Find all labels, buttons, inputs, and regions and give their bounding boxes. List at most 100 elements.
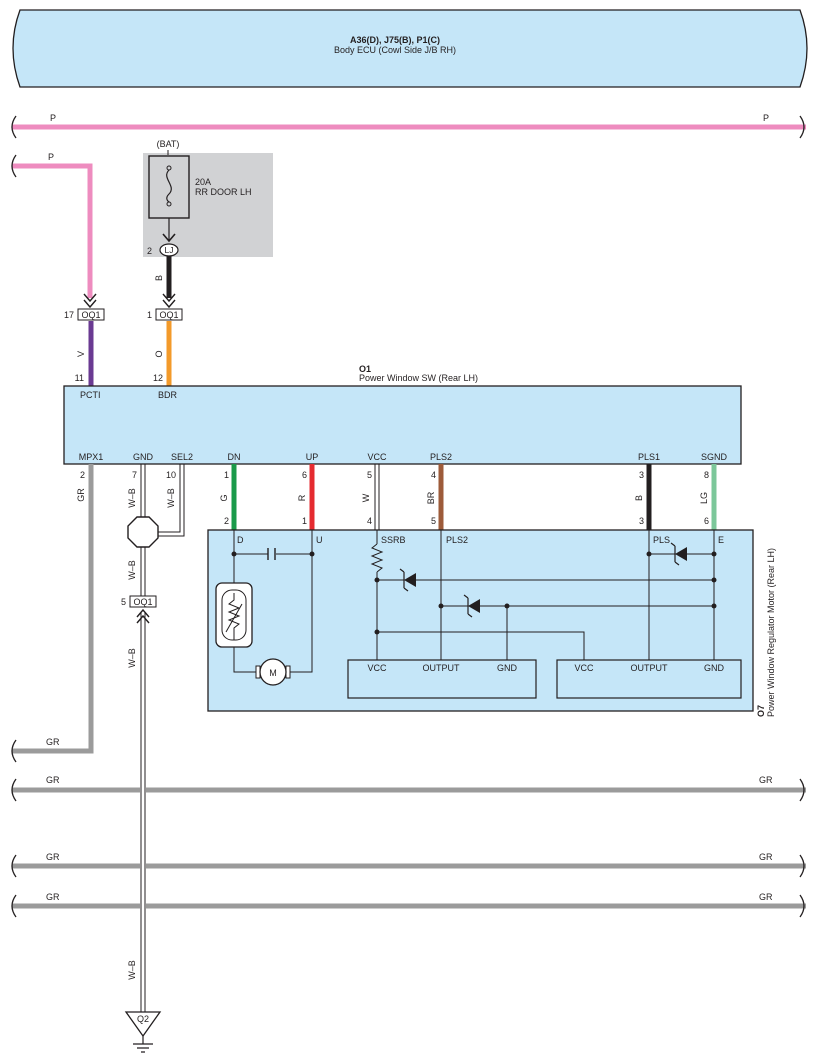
ground-q2 — [124, 1011, 162, 1038]
svg-text:W–B: W–B — [127, 648, 137, 668]
svg-text:3: 3 — [639, 516, 644, 526]
svg-text:D: D — [237, 535, 244, 545]
svg-text:O: O — [154, 350, 164, 357]
svg-text:GND: GND — [497, 663, 518, 673]
wire-gr-rows — [12, 787, 806, 909]
motor-name: Power Window Regulator Motor (Rear LH) — [766, 548, 776, 717]
svg-text:BDR: BDR — [158, 390, 178, 400]
svg-text:GND: GND — [133, 452, 154, 462]
svg-text:SSRB: SSRB — [381, 535, 406, 545]
svg-text:M: M — [269, 668, 277, 678]
power-window-switch — [63, 385, 742, 465]
fuse-source: (BAT) — [157, 139, 180, 149]
svg-text:G: G — [219, 494, 229, 501]
svg-text:LG: LG — [699, 492, 709, 504]
oq1-connector — [77, 308, 105, 321]
svg-text:4: 4 — [431, 470, 436, 480]
svg-text:U: U — [316, 535, 323, 545]
break-right — [799, 115, 805, 139]
fuse-box — [143, 153, 273, 257]
motor-icon: M — [255, 658, 291, 686]
svg-text:PCTI: PCTI — [80, 390, 101, 400]
svg-text:GR: GR — [46, 892, 60, 902]
svg-text:GR: GR — [46, 775, 60, 785]
svg-text:R: R — [297, 494, 307, 501]
switch-name: Power Window SW (Rear LH) — [359, 373, 478, 383]
wire-wb-sel2 — [156, 464, 185, 537]
oq1-connector — [155, 308, 183, 321]
svg-text:GR: GR — [759, 892, 773, 902]
svg-text:1: 1 — [224, 470, 229, 480]
svg-text:10: 10 — [166, 470, 176, 480]
svg-text:2: 2 — [224, 516, 229, 526]
splice-point — [127, 516, 159, 548]
svg-text:DN: DN — [228, 452, 241, 462]
junction-dots — [231, 551, 717, 635]
ptc-thermistor-icon — [215, 582, 253, 648]
svg-text:OQ1: OQ1 — [133, 597, 152, 607]
chevron-down-icon — [162, 233, 176, 243]
break-left — [11, 115, 17, 139]
hall-sensor-block — [347, 659, 537, 699]
wire-wb-gnd — [140, 464, 146, 520]
svg-text:GR: GR — [76, 488, 86, 502]
fuse-pin: 2 — [147, 246, 152, 256]
svg-text:W–B: W–B — [127, 488, 137, 508]
svg-text:OUTPUT: OUTPUT — [631, 663, 669, 673]
svg-text:5: 5 — [121, 597, 126, 607]
fuse-connector: LJ — [165, 245, 174, 255]
hall-sensor-block — [556, 659, 742, 699]
chevron-up-icon — [136, 608, 150, 624]
wire-color-b: B — [154, 275, 164, 281]
svg-text:PLS1: PLS1 — [638, 452, 660, 462]
break-left — [11, 154, 17, 178]
svg-text:VCC: VCC — [367, 663, 387, 673]
wire-label-p: P — [763, 113, 769, 123]
svg-text:7: 7 — [132, 470, 137, 480]
svg-text:UP: UP — [306, 452, 319, 462]
body-ecu-box — [12, 9, 808, 88]
svg-text:4: 4 — [367, 516, 372, 526]
svg-text:VCC: VCC — [574, 663, 594, 673]
body-ecu-name: Body ECU (Cowl Side J/B RH) — [334, 45, 456, 55]
svg-text:W–B: W–B — [166, 488, 176, 508]
svg-text:W–B: W–B — [127, 560, 137, 580]
wire-label-p: P — [50, 113, 56, 123]
chevron-down-icon — [162, 293, 176, 309]
svg-text:Q2: Q2 — [137, 1014, 149, 1024]
fuse-rating: 20A — [195, 177, 211, 187]
svg-text:2: 2 — [80, 470, 85, 480]
svg-text:8: 8 — [704, 470, 709, 480]
wire-w — [374, 464, 380, 530]
zener-diode-icon — [670, 542, 687, 566]
svg-text:MPX1: MPX1 — [79, 452, 104, 462]
svg-text:B: B — [634, 495, 644, 501]
body-ecu-code: A36(D), J75(B), P1(C) — [350, 35, 440, 45]
svg-text:PLS: PLS — [653, 535, 670, 545]
zener-diode-icon — [463, 594, 480, 618]
fuse-name: RR DOOR LH — [195, 187, 252, 197]
zener-diode-icon — [399, 568, 416, 592]
svg-text:BR: BR — [426, 491, 436, 504]
svg-text:W–B: W–B — [127, 960, 137, 980]
oq1-connector — [129, 595, 157, 608]
svg-text:OQ1: OQ1 — [81, 310, 100, 320]
svg-text:SEL2: SEL2 — [171, 452, 193, 462]
svg-text:6: 6 — [704, 516, 709, 526]
svg-text:W: W — [361, 493, 371, 502]
svg-text:GR: GR — [759, 775, 773, 785]
wire-label-p: P — [48, 152, 54, 162]
wire-gr-mpx1 — [12, 464, 94, 754]
switch-code: O1 — [359, 364, 371, 374]
svg-text:GR: GR — [759, 852, 773, 862]
svg-text:5: 5 — [367, 470, 372, 480]
svg-text:GR: GR — [46, 852, 60, 862]
svg-text:V: V — [76, 351, 86, 357]
svg-text:VCC: VCC — [367, 452, 387, 462]
svg-text:E: E — [718, 535, 724, 545]
svg-text:11: 11 — [75, 373, 84, 383]
wire-p-pcti — [12, 163, 93, 298]
svg-text:PLS2: PLS2 — [430, 452, 452, 462]
svg-text:OQ1: OQ1 — [159, 310, 178, 320]
